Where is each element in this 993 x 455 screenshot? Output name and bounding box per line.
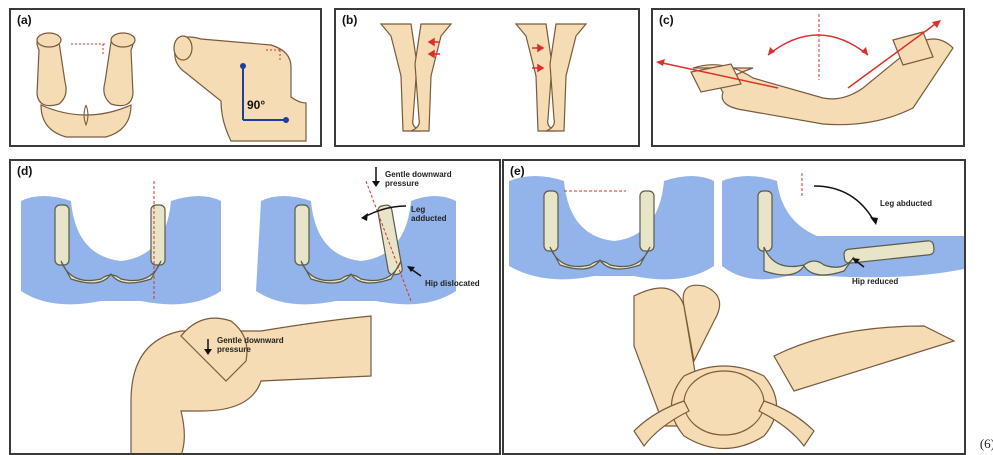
annotation-hip-reduced: Hip reduced (852, 277, 932, 286)
angle-label: 90° (247, 98, 265, 112)
panel-e: (e) Leg abducted Hip red (502, 159, 966, 455)
panel-d: (d) Gentle downward pressure (9, 159, 501, 455)
annotation-pressure-bottom: Gentle downward pressure (217, 336, 317, 354)
annotation-pressure-top: Gentle downward pressure (385, 170, 475, 188)
infant-legs-asymmetry-illustration (336, 10, 640, 147)
infant-legs-flexed-illustration (11, 10, 322, 147)
annotation-hip-dislocated: Hip dislocated (425, 279, 481, 288)
panel-c: (c) (651, 8, 965, 147)
annotation-leg-abducted: Leg abducted (880, 199, 932, 208)
panel-a: (a) 90° (9, 8, 322, 147)
citation: (6) (980, 436, 993, 452)
panel-b: (b) (334, 8, 640, 147)
annotation-leg-adducted: Leg adducted (411, 205, 459, 223)
infant-abduction-illustration (653, 10, 965, 147)
